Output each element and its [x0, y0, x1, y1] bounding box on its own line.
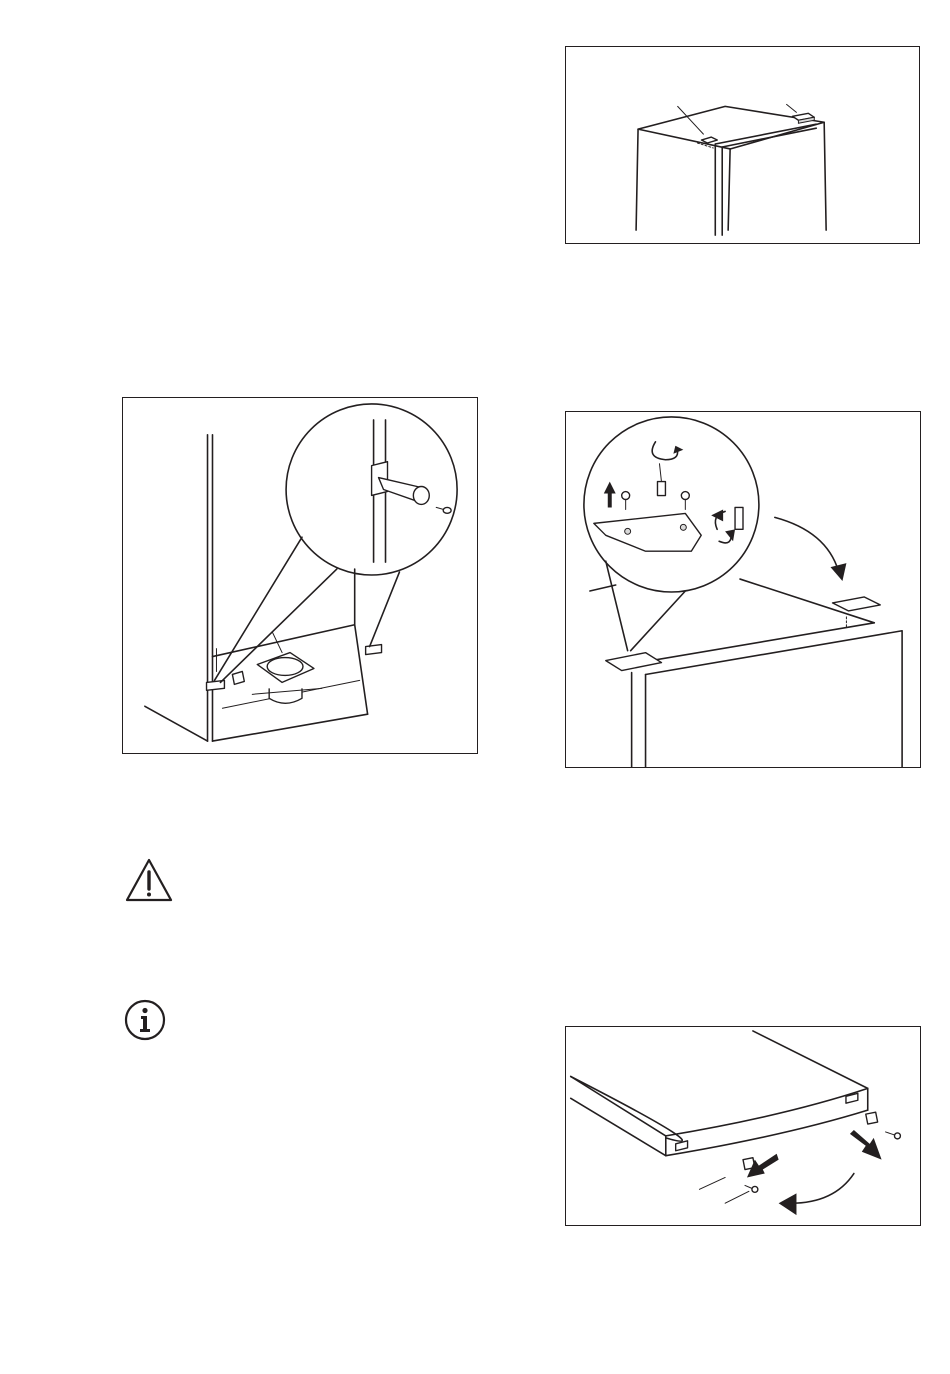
figure-top-hinge-plate-swap	[565, 411, 921, 768]
info-circle-icon	[124, 999, 166, 1041]
figure-door-pivot-swap	[565, 1026, 921, 1226]
hinge-pin-illustration	[123, 398, 477, 753]
door-pivot-illustration	[566, 1027, 920, 1225]
appliance-top-illustration	[566, 47, 919, 243]
warning-triangle-icon	[124, 857, 174, 903]
figure-hinge-pin-detail	[122, 397, 478, 754]
figure-top-hinge-covers	[565, 46, 920, 244]
hinge-plate-illustration	[566, 412, 920, 767]
